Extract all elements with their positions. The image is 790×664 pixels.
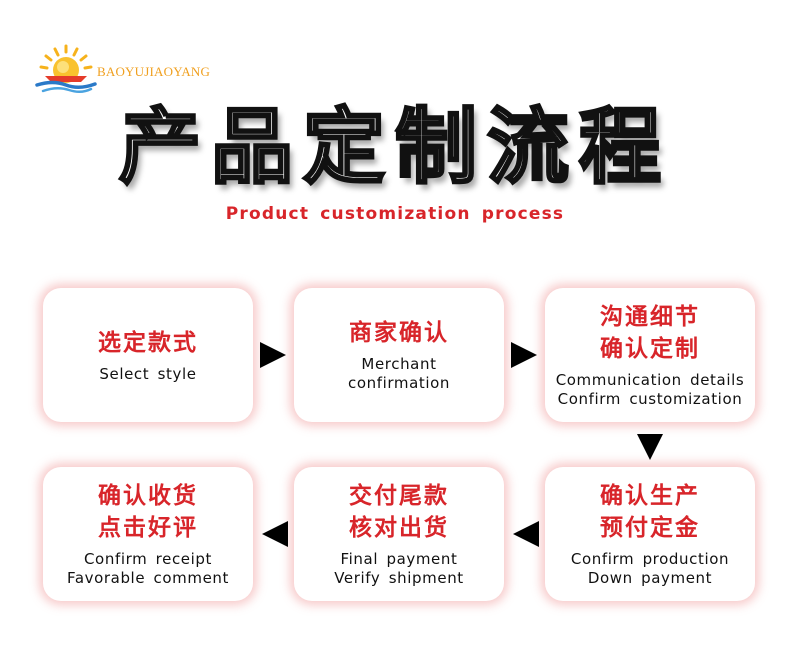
step-en-line: Confirm receipt bbox=[83, 550, 212, 568]
arrow-left-icon bbox=[262, 521, 288, 547]
step-cn-line: 核对出货 bbox=[349, 515, 449, 541]
step-card-final-payment: 交付尾款 核对出货 Final payment Verify shipment bbox=[294, 467, 504, 601]
step-card-merchant-confirmation: 商家确认 Merchant confirmation bbox=[294, 288, 504, 422]
logo-text: BAOYUJIAOYANG bbox=[97, 64, 211, 79]
step-en-line: Verify shipment bbox=[334, 569, 464, 587]
step-en-line: Down payment bbox=[587, 569, 713, 587]
step-en-line: confirmation bbox=[347, 374, 451, 392]
arrow-left-icon bbox=[513, 521, 539, 547]
brand-logo: BAOYUJIAOYANG bbox=[33, 40, 233, 100]
arrow-right-icon bbox=[260, 342, 286, 368]
step-en-line: Favorable comment bbox=[66, 569, 229, 587]
page-title: 产品定制流程 bbox=[117, 99, 671, 197]
step-cn-line: 确认定制 bbox=[600, 336, 700, 362]
step-cn-line: 商家确认 bbox=[349, 320, 449, 346]
step-en-line: Select style bbox=[99, 364, 197, 383]
step-en-line: Merchant bbox=[361, 355, 437, 373]
step-card-select-style: 选定款式 Select style bbox=[43, 288, 253, 422]
step-card-confirm-production: 确认生产 预付定金 Confirm production Down paymen… bbox=[545, 467, 755, 601]
step-cn-line: 确认生产 bbox=[600, 483, 700, 509]
step-en-line: Final payment bbox=[340, 550, 458, 568]
step-cn-line: 交付尾款 bbox=[349, 483, 449, 509]
step-cn-line: 选定款式 bbox=[98, 329, 198, 356]
step-cn-line: 确认收货 bbox=[98, 483, 198, 509]
sun-logo-icon bbox=[35, 44, 97, 93]
page-subtitle: Product customization process bbox=[225, 204, 565, 224]
step-cn-line: 预付定金 bbox=[600, 515, 700, 541]
step-cn-line: 沟通细节 bbox=[600, 304, 700, 330]
step-cn-line: 点击好评 bbox=[98, 515, 198, 541]
step-card-communication-details: 沟通细节 确认定制 Communication details Confirm … bbox=[545, 288, 755, 422]
step-card-confirm-receipt: 确认收货 点击好评 Confirm receipt Favorable comm… bbox=[43, 467, 253, 601]
step-en-line: Communication details bbox=[555, 371, 745, 389]
step-en-line: Confirm customization bbox=[557, 390, 743, 408]
arrow-down-icon bbox=[637, 434, 663, 460]
arrow-right-icon bbox=[511, 342, 537, 368]
step-en-line: Confirm production bbox=[570, 550, 730, 568]
